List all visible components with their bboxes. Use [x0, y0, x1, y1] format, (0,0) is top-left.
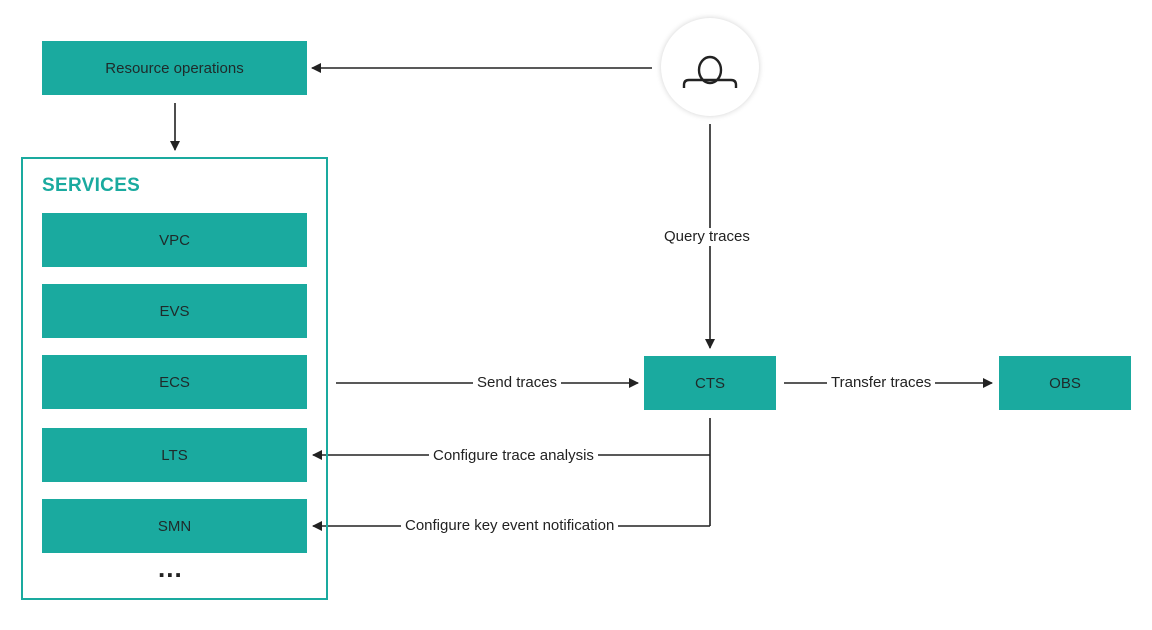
cts-node: CTS: [644, 356, 776, 410]
resource-operations-label: Resource operations: [105, 59, 244, 77]
service-label: LTS: [161, 446, 188, 464]
label-transfer-traces: Transfer traces: [827, 374, 936, 392]
service-ecs: ECS: [42, 355, 307, 409]
user-icon: [682, 55, 738, 88]
label-configure-trace-analysis: Configure trace analysis: [429, 447, 598, 465]
services-group: [21, 157, 328, 600]
obs-label: OBS: [1049, 374, 1081, 392]
service-smn: SMN: [42, 499, 307, 553]
service-label: ECS: [159, 373, 190, 391]
more-services-ellipsis: ...: [158, 553, 183, 583]
user-node: [661, 18, 759, 116]
service-label: EVS: [159, 302, 190, 320]
service-lts: LTS: [42, 428, 307, 482]
resource-operations-node: Resource operations: [42, 41, 307, 95]
obs-node: OBS: [999, 356, 1131, 410]
service-label: VPC: [159, 231, 190, 249]
cts-label: CTS: [695, 374, 725, 392]
label-send-traces: Send traces: [473, 374, 562, 392]
label-configure-key-event-notification: Configure key event notification: [401, 517, 619, 535]
service-evs: EVS: [42, 284, 307, 338]
services-title: SERVICES: [42, 175, 141, 196]
label-query-traces: Query traces: [660, 228, 754, 246]
service-vpc: VPC: [42, 213, 307, 267]
service-label: SMN: [157, 517, 192, 535]
